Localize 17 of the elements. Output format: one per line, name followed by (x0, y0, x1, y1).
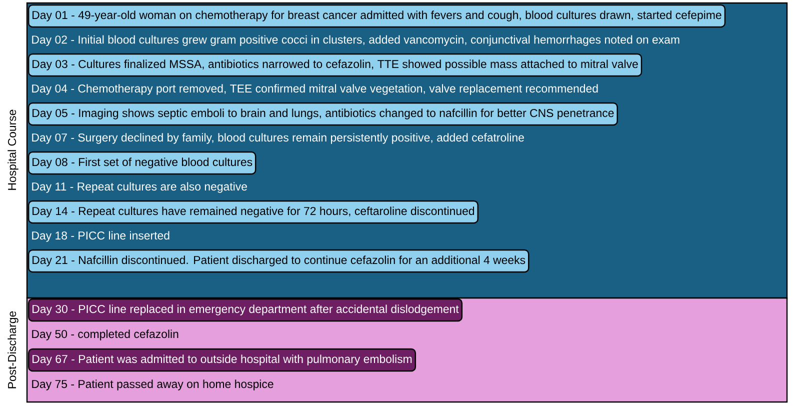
event-box: Day 14 - Repeat cultures have remained negative for 72 hours, ceftaroline discontinued (28, 200, 478, 224)
event-text: Day 50 - completed cefazolin (32, 330, 178, 340)
event-box: Day 03 - Cultures finalized MSSA, antibiotics narrowed to cefazolin, TTE showed possible mass attached to mitral valve (28, 53, 642, 77)
event-box: Day 08 - First set of negative blood cultures (28, 151, 256, 175)
section-heading: Hospital Course (8, 110, 18, 190)
event-box: Day 01 - 49-year-old woman on chemotherapy for breast cancer admitted with fevers and cough, blood cultures drawn, started cefepime (28, 4, 726, 28)
event-text: Day 11 - Repeat cultures are also negative (32, 182, 247, 193)
event-box: Day 67 - Patient was admitted to outside hospital with pulmonary embolism (28, 348, 416, 372)
event-box: Day 05 - Imaging shows septic emboli to brain and lungs, antibiotics changed to nafcillin for better CNS penetrance (28, 102, 618, 126)
event-text: Day 07 - Surgery declined by family, blood cultures remain persistently positive, added cefatroline (32, 133, 524, 144)
event-text: Day 02 - Initial blood cultures grew gram positive cocci in clusters, added vancomycin, conjunctival hemorrhages noted on exam (32, 35, 680, 46)
event-text: Day 18 - PICC line inserted (32, 231, 170, 242)
event-text: Day 04 - Chemotherapy port removed, TEE confirmed mitral valve vegetation, valve replacement recommended (32, 84, 598, 95)
section-heading: Post-Discharge (8, 311, 18, 388)
event-box: Day 21 - Nafcillin discontinued. Patient discharged to continue cefazolin for an additional 4 weeks (28, 249, 530, 273)
event-box: Day 30 - PICC line replaced in emergency department after accidental dislodgement (28, 298, 463, 322)
event-text: Day 75 - Patient passed away on home hospice (32, 380, 274, 390)
